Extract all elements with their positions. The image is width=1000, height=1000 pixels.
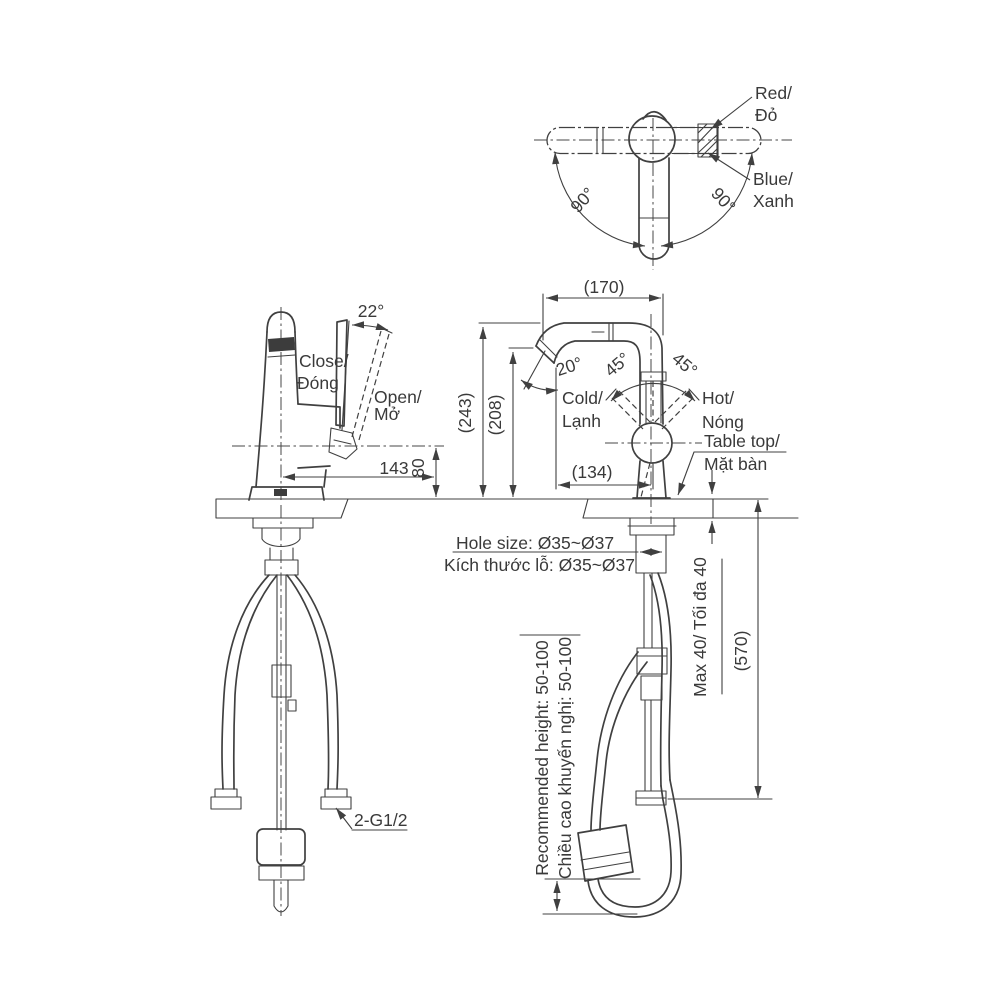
spout-right-edge: [294, 331, 299, 405]
body-arm: [297, 403, 341, 429]
close-label-line2: Đóng: [297, 373, 339, 393]
spout-swivel-label: 20°: [553, 353, 584, 380]
handle-front: [640, 371, 667, 424]
rod-weight: [256, 828, 306, 866]
pullout-rod: [276, 574, 287, 831]
spout-tip-side: [266, 311, 296, 333]
thread-leader: [335, 807, 353, 830]
red-label-line2: Đỏ: [755, 105, 777, 125]
rod-clip: [271, 664, 292, 698]
base-flange: [252, 517, 314, 529]
cold-label-line1: Cold/: [562, 388, 603, 408]
dim-handle-height-label: 80: [408, 458, 428, 478]
handle-right-label: 45°: [668, 348, 701, 380]
spout-swivel-arc: [520, 379, 559, 395]
dim-width-label: (170): [584, 277, 625, 297]
hose-left-strand: [590, 651, 639, 831]
hole-size-vi-label: Kích thước lỗ: Ø35~Ø37: [444, 554, 635, 575]
hose-right: [294, 574, 340, 790]
hot-label-line1: Hot/: [702, 388, 734, 408]
hose-weight: [577, 824, 634, 882]
dim-reach-label: 143: [379, 458, 408, 478]
tube-fitting-upper: [636, 647, 668, 675]
dim-hose-drop-label: (570): [731, 631, 751, 672]
hot-label-line2: Nóng: [702, 412, 744, 432]
recommended-height-vi-label: Chiều cao khuyến nghị: 50-100: [555, 637, 575, 880]
tabletop-label-line2: Mặt bàn: [704, 454, 767, 474]
tube-fitting-lower: [640, 675, 663, 701]
faucet-base: [248, 486, 325, 501]
lock-nut: [261, 527, 301, 548]
handle-swing-arc: [351, 321, 389, 331]
mounting-flange: [627, 517, 677, 536]
countertop-front: [582, 498, 714, 519]
swing-left-label: 90°: [566, 183, 599, 216]
supply-tube: [643, 572, 653, 649]
hose-loop-inner: [597, 785, 673, 908]
open-label-line2: Mở: [374, 404, 400, 424]
g12-connector-right: [324, 788, 348, 798]
close-label-line1: Close/: [299, 351, 349, 371]
hose-right-strand: [657, 572, 672, 781]
recommended-height-en-label: Recommended height: 50-100: [532, 640, 552, 876]
spout-left-edge: [255, 331, 268, 488]
spout-plan: [638, 157, 670, 260]
shank-block: [264, 559, 299, 576]
side-view: 22° Close/ Đóng Open/ Mở 143 80: [210, 301, 444, 916]
hose-left: [221, 574, 270, 790]
spout-inner: [553, 340, 641, 425]
handle-pivot: [631, 422, 673, 464]
cold-label-line2: Lạnh: [562, 411, 601, 431]
max-thickness-label: Max 40/ Tối đa 40: [690, 557, 710, 697]
logo-mark: [274, 489, 287, 496]
dim-spout-height-label: (208): [485, 395, 505, 436]
g12-connector-left: [214, 788, 238, 798]
spout-outer: [535, 322, 664, 425]
swing-right-label: 90°: [707, 183, 740, 216]
open-label-line1: Open/: [374, 387, 422, 407]
swing-arc-left: [552, 151, 646, 249]
mounting-shank: [635, 534, 667, 574]
handle-swing-label: 22°: [358, 301, 384, 321]
blue-label-line2: Xanh: [753, 191, 794, 211]
handle-45-right: [654, 389, 695, 430]
handle-left-label: 45°: [601, 348, 634, 380]
dim-spout-center-label: (134): [572, 462, 613, 482]
red-leader: [710, 96, 753, 130]
handle-arc: [610, 382, 696, 402]
thread-label: 2-G1/2: [354, 810, 408, 830]
top-view: 90° 90° Red/ Đỏ Blue/ Xanh: [534, 83, 794, 270]
handle-plan: [642, 110, 667, 121]
red-label-line1: Red/: [755, 83, 792, 103]
tabletop-leader: [677, 451, 695, 496]
tabletop-label-line1: Table top/: [704, 431, 780, 451]
spout-tip-face: [535, 345, 555, 364]
handle-closed: [335, 319, 348, 427]
blue-leader: [707, 152, 751, 181]
hose-loop-outer: [587, 779, 683, 918]
dim-total-height-label: (243): [455, 393, 475, 434]
handle-hinge: [328, 427, 358, 460]
hole-size-en-label: Hole size: Ø35~Ø37: [456, 533, 614, 553]
aerator: [268, 337, 295, 352]
blue-label-line1: Blue/: [753, 169, 793, 189]
body-base-front: [632, 460, 671, 499]
swing-arc-right: [660, 152, 755, 249]
faucet-body-plan: [628, 115, 676, 163]
handle-45-left: [610, 389, 651, 430]
front-view: 20° 45° 45° Cold/ Lạnh Hot/ Nóng (170) (…: [347, 277, 799, 918]
countertop-side: [215, 498, 349, 519]
